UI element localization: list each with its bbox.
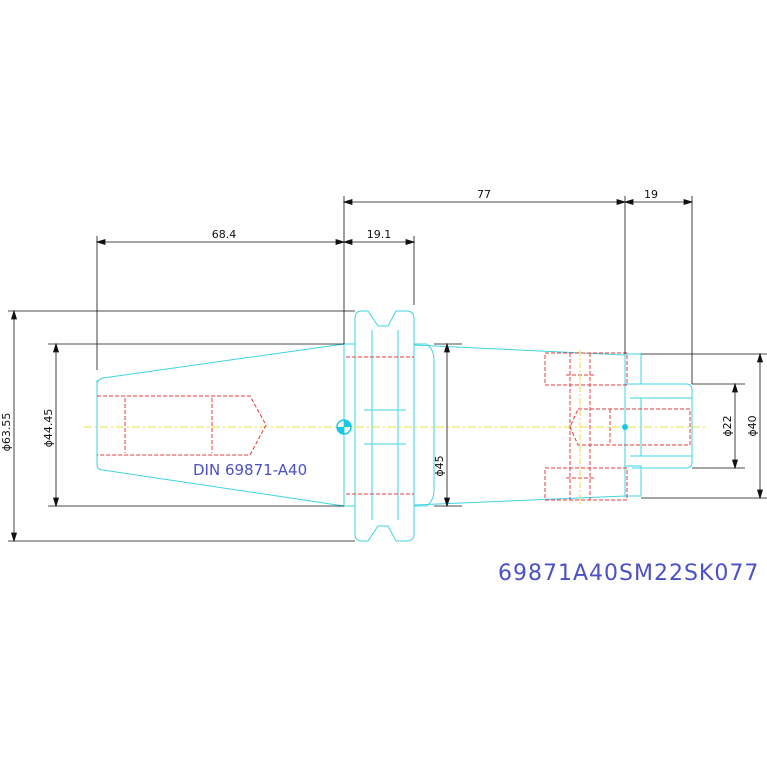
flange-outline (344, 310, 435, 542)
drawing-panel (0, 188, 767, 578)
dim-pilot-diameter: ϕ22 (721, 415, 734, 436)
dim-face-diameter: ϕ40 (746, 415, 759, 436)
dim-flange-width: 19.1 (367, 228, 392, 241)
dim-flange-diameter: ϕ63.55 (0, 413, 13, 452)
face-point-marker (622, 424, 628, 430)
dim-taper-length: 68.4 (212, 228, 237, 241)
dim-taper-diameter: ϕ44.45 (42, 409, 55, 448)
dim-pilot-length: 19 (644, 188, 658, 201)
drawing-title: DIN 69871-A40 (193, 461, 307, 479)
gauge-point-marker (336, 419, 352, 435)
dim-body-length: 77 (477, 188, 491, 201)
dim-neck-diameter: ϕ45 (433, 455, 446, 476)
part-number: 69871A40SM22SK077 (498, 561, 759, 586)
dimension-lines (8, 196, 767, 543)
